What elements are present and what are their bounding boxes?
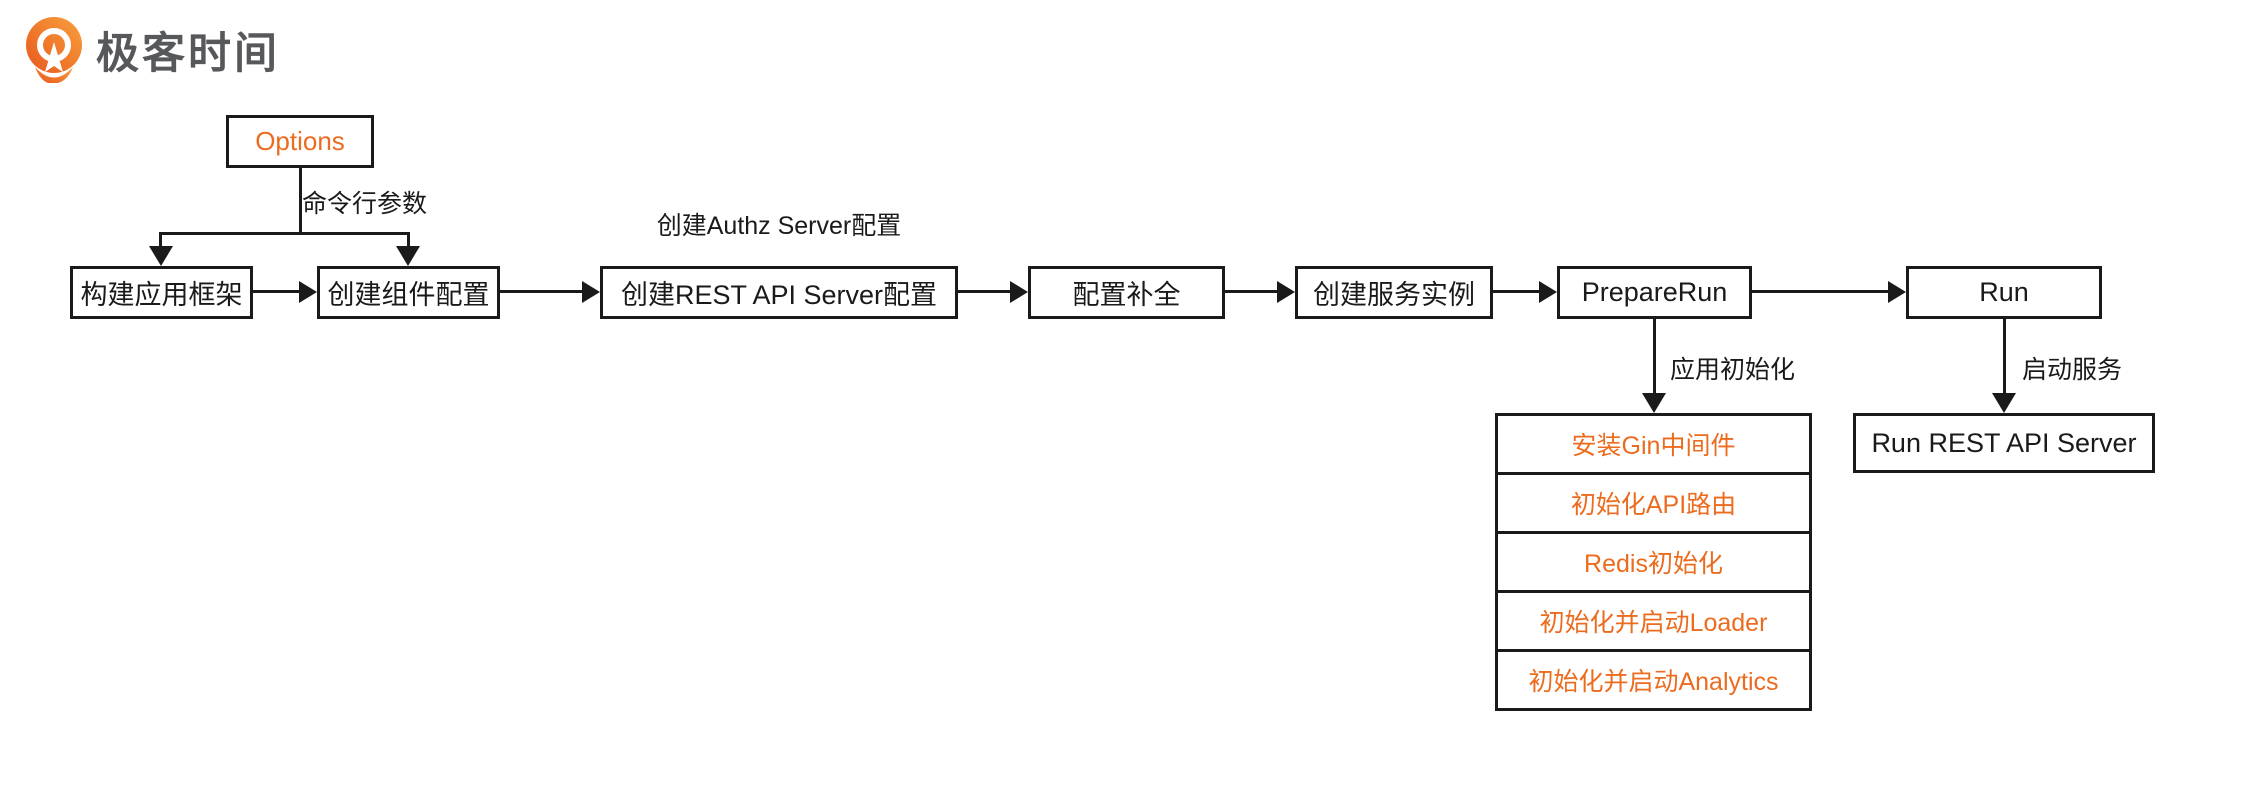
node-options: Options [226, 115, 374, 168]
run-down-line [2003, 319, 2006, 393]
arrowhead-4 [1277, 281, 1295, 303]
init-step-init-start-loader: 初始化并启动Loader [1495, 590, 1812, 652]
branch-stub-left [159, 232, 162, 248]
arrow-shaft-4 [1225, 290, 1278, 293]
prepare-run-down-line [1653, 319, 1656, 393]
init-step-init-start-analytics: 初始化并启动Analytics [1495, 649, 1812, 711]
arrow-shaft-2 [500, 290, 583, 293]
init-step-redis-init: Redis初始化 [1495, 531, 1812, 593]
node-create-component-config: 创建组件配置 [317, 266, 500, 319]
note-create-authz-server-config: 创建Authz Server配置 [656, 212, 902, 240]
edge-label-app-init: 应用初始化 [1670, 356, 1796, 384]
node-create-service-instance: 创建服务实例 [1295, 266, 1493, 319]
options-vertical-line [299, 166, 302, 234]
arrowhead-2 [582, 281, 600, 303]
edge-label-command-line-args: 命令行参数 [302, 190, 428, 218]
arrowhead-to-init-stack [1642, 393, 1666, 413]
node-prepare-run: PrepareRun [1557, 266, 1752, 319]
branch-stub-right [407, 232, 410, 248]
options-branch-line [159, 232, 410, 235]
node-create-rest-api-server-config: 创建REST API Server配置 [600, 266, 958, 319]
init-step-init-api-routes: 初始化API路由 [1495, 472, 1812, 534]
arrowhead-to-build-framework [149, 246, 173, 266]
arrowhead-3 [1010, 281, 1028, 303]
arrowhead-to-run-rest-api-server [1992, 393, 2016, 413]
arrowhead-6 [1888, 281, 1906, 303]
arrow-shaft-6 [1752, 290, 1889, 293]
arrowhead-1 [299, 281, 317, 303]
node-run-rest-api-server: Run REST API Server [1853, 413, 2155, 473]
brand-logo: 极客时间 [22, 16, 280, 84]
node-config-completion: 配置补全 [1028, 266, 1225, 319]
arrowhead-5 [1539, 281, 1557, 303]
arrow-shaft-3 [958, 290, 1011, 293]
arrow-shaft-1 [253, 290, 300, 293]
node-run: Run [1906, 266, 2102, 319]
init-steps-stack: 安装Gin中间件 初始化API路由 Redis初始化 初始化并启动Loader … [1495, 413, 1812, 711]
arrow-shaft-5 [1493, 290, 1540, 293]
geektime-pin-icon [26, 17, 82, 83]
arrowhead-to-component-config [396, 246, 420, 266]
node-build-app-framework: 构建应用框架 [70, 266, 253, 319]
brand-logo-text: 极客时间 [96, 30, 280, 78]
init-step-install-gin-middleware: 安装Gin中间件 [1495, 413, 1812, 475]
edge-label-start-service: 启动服务 [2022, 356, 2123, 384]
